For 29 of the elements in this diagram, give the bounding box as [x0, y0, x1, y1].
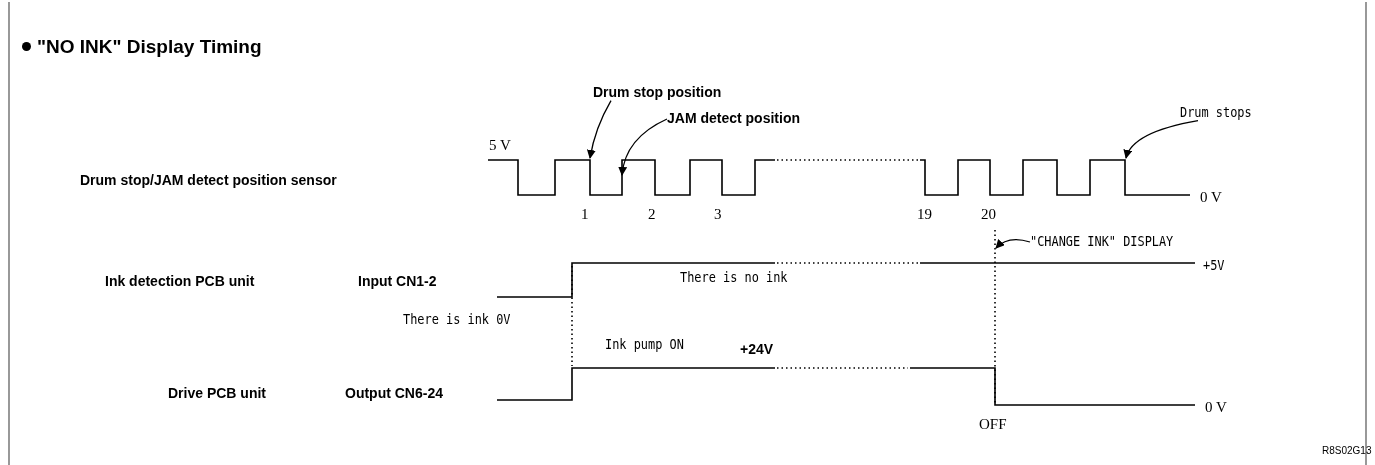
- pulse-number: 1: [581, 205, 589, 223]
- voltage-level: +5V: [1203, 258, 1225, 274]
- figure-code: R8S02G13: [1322, 444, 1372, 456]
- signal-name: Ink detection PCB unit: [105, 274, 255, 290]
- pulse-number: 19: [917, 205, 932, 223]
- leader-line: [618, 118, 668, 176]
- pulse-number: 2: [648, 205, 656, 223]
- pulse-number: 3: [714, 205, 722, 223]
- signal-name: Drive PCB unit: [168, 386, 266, 402]
- pulse-number: 20: [981, 205, 996, 223]
- signal-state: There is ink 0V: [403, 312, 511, 328]
- voltage-level: 5 V: [489, 136, 511, 154]
- callout-text: "CHANGE INK" DISPLAY: [1030, 234, 1174, 250]
- leader-line: [1124, 120, 1199, 159]
- callout-text: Drum stop position: [593, 85, 722, 101]
- signal-name: Drum stop/JAM detect position sensor: [80, 173, 337, 189]
- voltage-level: +24V: [740, 342, 774, 358]
- leader-line: [995, 238, 1031, 249]
- signal-state: OFF: [979, 415, 1007, 433]
- voltage-level: 0 V: [1205, 398, 1227, 416]
- callout-text: Drum stops: [1180, 105, 1252, 121]
- signal-state: Ink pump ON: [605, 337, 684, 353]
- signal-state: There is no ink: [680, 270, 788, 286]
- connector-pin: Input CN1-2: [358, 274, 437, 290]
- leader-line: [587, 100, 612, 159]
- connector-pin: Output CN6-24: [345, 386, 443, 402]
- voltage-level: 0 V: [1200, 188, 1222, 206]
- diagram-title: "NO INK" Display Timing: [37, 36, 262, 57]
- callout-text: JAM detect position: [667, 111, 800, 127]
